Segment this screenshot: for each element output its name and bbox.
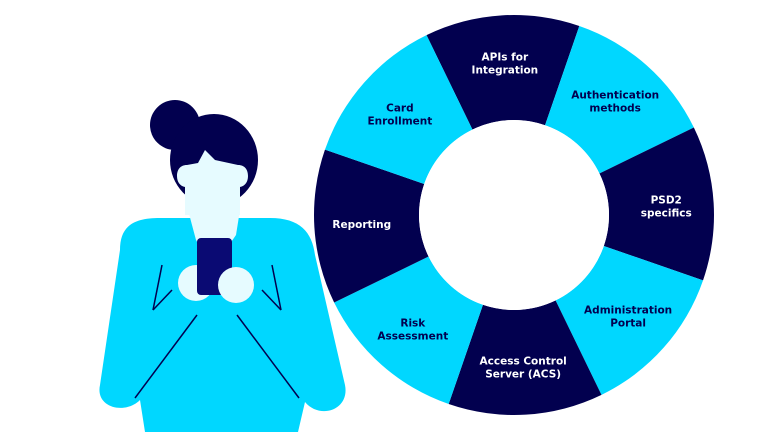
segment-label-line: Assessment xyxy=(377,331,448,343)
wheel-segment xyxy=(545,25,694,174)
segment-label-line: Authentication xyxy=(571,89,659,101)
shirt-fold-lines xyxy=(134,264,300,399)
wheel-segment xyxy=(324,35,473,184)
feature-wheel xyxy=(314,15,714,415)
segment-label-line: Portal xyxy=(610,318,646,330)
wheel-center-hole xyxy=(419,120,609,310)
segment-label-line: Reporting xyxy=(332,219,391,231)
wheel-segment xyxy=(426,15,580,130)
segment-label-line: Server (ACS) xyxy=(485,369,561,381)
wheel-segment xyxy=(334,256,483,405)
wheel-segment xyxy=(555,246,704,395)
segment-label-line: Integration xyxy=(472,64,539,76)
right-hand xyxy=(218,267,254,303)
segment-label: Reporting xyxy=(332,219,391,231)
segment-label-line: Access Control xyxy=(480,356,567,368)
segment-label-line: APIs for xyxy=(482,51,529,63)
segment-label-line: Enrollment xyxy=(367,115,432,127)
segment-label-line: PSD2 xyxy=(651,194,682,206)
wheel-segment xyxy=(599,127,714,281)
wheel-segment xyxy=(314,149,429,303)
segment-label-line: Risk xyxy=(400,318,426,330)
segment-label-line: Card xyxy=(386,102,414,114)
face xyxy=(177,150,248,215)
person-illustration xyxy=(99,100,346,432)
wheel-segment xyxy=(448,300,602,415)
segment-label-line: methods xyxy=(589,102,641,114)
segment-label-line: Administration xyxy=(584,305,672,317)
segment-label-line: specifics xyxy=(641,207,692,219)
